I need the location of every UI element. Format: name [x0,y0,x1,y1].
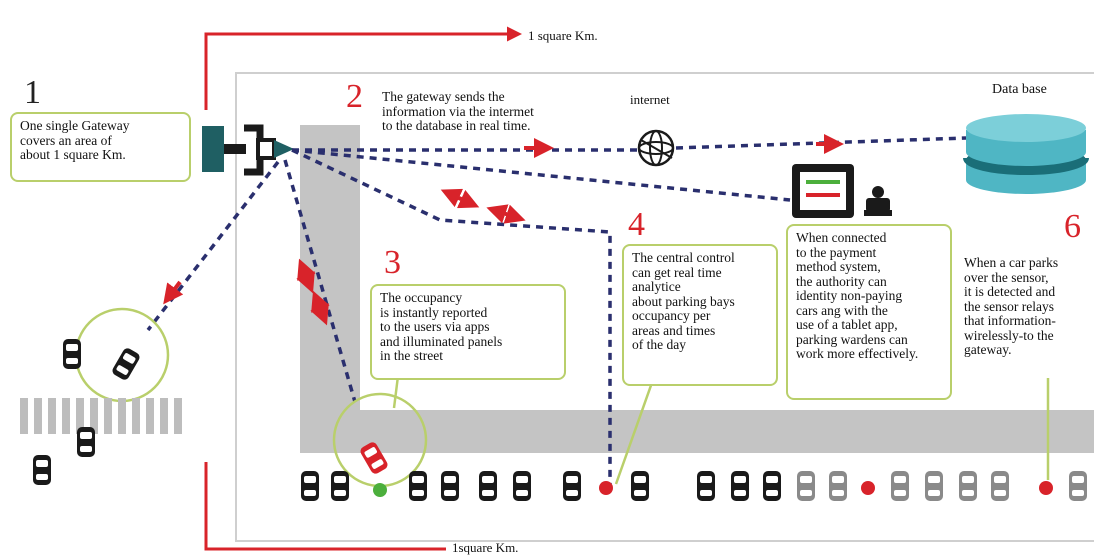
step-3-callout: The occupancy is instantly reported to t… [370,284,566,380]
parked-car [763,471,781,501]
bottom-scale-label: 1square Km. [452,540,519,555]
parked-car [925,471,943,501]
parked-car [829,471,847,501]
area-boundary [235,72,1094,542]
internet-label: internet [630,92,670,107]
data-flow-arrows [163,134,844,326]
step-6-number: 6 [1064,208,1081,245]
parked-car [959,471,977,501]
top-scale-label: 1 square Km. [528,28,598,43]
parked-car [331,471,349,501]
crosswalk [20,398,182,434]
globe-icon [637,129,675,167]
step-2-text: The gateway sends the information via th… [382,89,534,133]
parked-car [797,471,815,501]
occupied-sensor [599,481,613,495]
road-network [300,125,1094,453]
parked-car [991,471,1009,501]
database-label: Data base [992,82,1047,97]
car-icon [110,346,142,382]
wireless-links [146,136,967,484]
gateway-icon [202,124,294,176]
tablet-icon [792,164,854,218]
step-6-text: When a car parks over the sensor, it is … [964,255,1059,357]
parking-row [301,440,1087,501]
parked-car [731,471,749,501]
occupied-sensor [861,481,875,495]
scale-indicator [204,26,522,551]
parked-car [513,471,531,501]
parked-car [1069,471,1087,501]
step-5-callout: When connected to the payment method sys… [786,224,952,400]
car-icon [63,339,81,369]
parked-car [409,471,427,501]
car-icon [77,427,95,457]
step-1-number: 1 [24,74,41,111]
warden-icon [864,186,892,216]
parked-car [697,471,715,501]
parked-car [563,471,581,501]
step-3-number: 3 [384,244,401,281]
parked-car [441,471,459,501]
step-4-number: 4 [628,206,645,243]
parked-car [631,471,649,501]
parked-car [301,471,319,501]
car-icon [33,455,51,485]
free-sensor [373,483,387,497]
parked-car [891,471,909,501]
parked-car [479,471,497,501]
step-4-callout: The central control can get real time an… [622,244,778,386]
occupied-sensor [1039,481,1053,495]
step-1-callout: One single Gateway covers an area of abo… [10,112,191,182]
step-2-number: 2 [346,78,363,115]
database-icon [963,114,1089,194]
